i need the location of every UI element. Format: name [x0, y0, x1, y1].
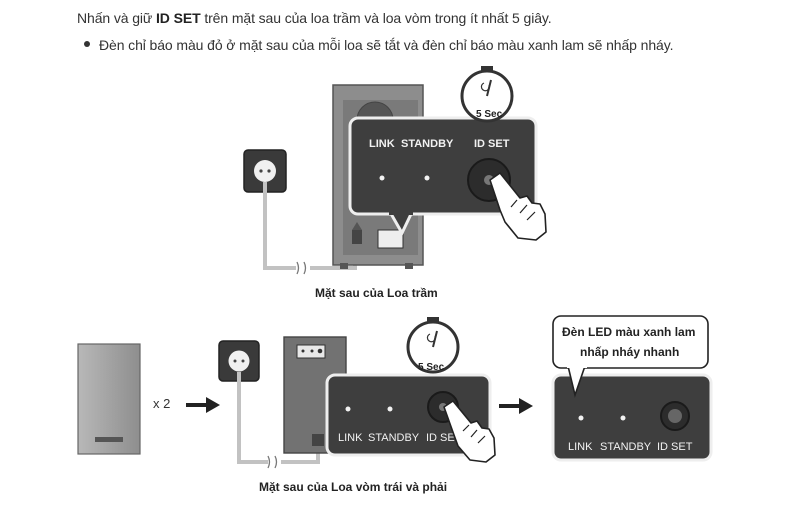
standby-led-result	[620, 415, 626, 421]
result-panel: LINK STANDBY ID SET	[551, 373, 713, 462]
link-label-bottom: LINK	[338, 432, 363, 444]
zoom-panel-top: LINK STANDBY ID SET	[348, 116, 538, 237]
standby-label-top: STANDBY	[401, 138, 454, 150]
link-label-top: LINK	[369, 138, 395, 150]
link-led-top	[379, 175, 385, 181]
surround-caption: Mặt sau của Loa vòm trái và phải	[259, 480, 447, 494]
instruction-prefix: Nhấn và giữ	[77, 10, 156, 26]
subwoofer-caption: Mặt sau của Loa trầm	[315, 286, 438, 300]
timer-label-top: 5 Sec	[476, 109, 503, 120]
pressing-hand-top-icon	[489, 172, 547, 241]
timer-label-bottom: 5 Sec	[418, 362, 445, 373]
arrow-right-icon	[186, 397, 220, 413]
standby-led-bottom	[387, 406, 393, 412]
bullet-item: Đèn chỉ báo màu đỏ ở mặt sau của mỗi loa…	[84, 37, 673, 53]
instruction-bold: ID SET	[156, 10, 201, 26]
pressing-hand-bottom-icon	[443, 400, 496, 463]
standby-led-top	[424, 175, 430, 181]
stopwatch-top-icon: 5 Sec	[460, 66, 514, 123]
callout-line-2: nhấp nháy nhanh	[580, 345, 679, 359]
link-label-result: LINK	[568, 441, 593, 453]
bullet-text: Đèn chỉ báo màu đỏ ở mặt sau của mỗi loa…	[99, 37, 674, 53]
idset-label-top: ID SET	[474, 138, 510, 150]
zoom-panel-bottom: LINK STANDBY ID SET	[325, 373, 492, 457]
standby-label-result: STANDBY	[600, 441, 652, 453]
instruction-suffix: trên mặt sau của loa trầm và loa vòm tro…	[200, 10, 552, 26]
surround-speaker-front	[77, 343, 141, 455]
link-led-result	[578, 415, 584, 421]
link-led-bottom	[345, 406, 351, 412]
led-callout: Đèn LED màu xanh lam nhấp nháy nhanh	[552, 315, 709, 398]
idset-label-bottom: ID SET	[426, 432, 462, 444]
standby-label-bottom: STANDBY	[368, 432, 420, 444]
arrow-right-2-icon	[499, 398, 533, 414]
idset-label-result: ID SET	[657, 441, 693, 453]
callout-line-1: Đèn LED màu xanh lam	[562, 325, 695, 339]
instruction-text: Nhấn và giữ ID SET trên mặt sau của loa …	[77, 10, 552, 26]
bullet-dot	[84, 41, 90, 47]
multiplier-label: x 2	[153, 396, 170, 411]
stopwatch-bottom-icon: 5 Sec	[406, 317, 460, 374]
